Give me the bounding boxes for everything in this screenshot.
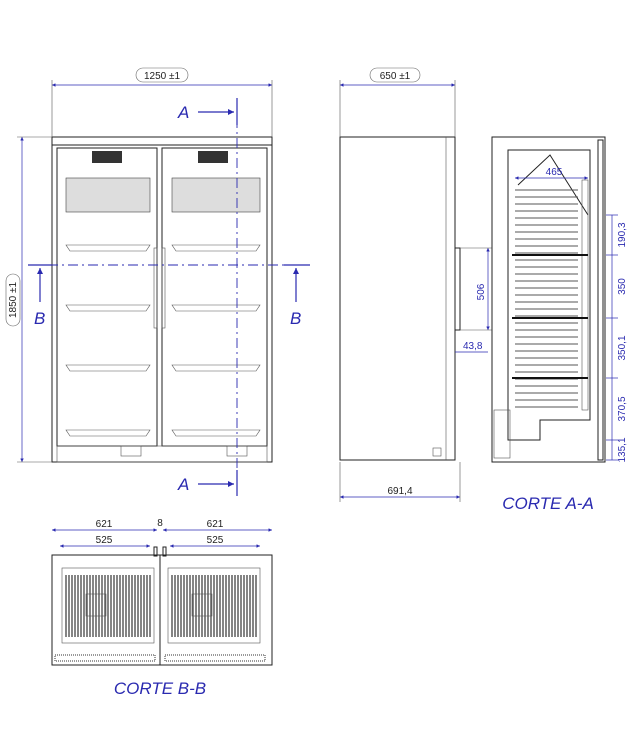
height-label-box [5, 273, 21, 327]
inner-depth-label: 465 [546, 167, 563, 178]
side-view: 650 ±1 506 43,8 691,4 [339, 67, 492, 502]
depth-label: 650 ±1 [380, 71, 411, 82]
section-a-door [597, 139, 604, 461]
fan-guard [171, 177, 261, 213]
shelf-spacing-label: 135,1 [617, 437, 628, 462]
shelf-spacing-label: 190,3 [617, 222, 628, 247]
section-a-a: 465 190,3 350 350,1 370,5 135,1 CORTE A-A [491, 136, 628, 513]
right-logo-panel [198, 151, 228, 163]
left-handle [153, 247, 158, 329]
left-hinge [153, 546, 158, 557]
right-compartment [167, 567, 261, 644]
shelf [65, 429, 151, 437]
shelf [171, 244, 261, 252]
shelf [171, 364, 261, 372]
section-b-title: CORTE B-B [114, 679, 206, 698]
compressor-area [493, 409, 511, 459]
evaporator-cover [517, 154, 589, 216]
shelf [65, 244, 151, 252]
section-a-title: CORTE A-A [502, 494, 594, 513]
right-width-label: 621 [207, 519, 224, 530]
handle-offset-label: 43,8 [463, 341, 483, 352]
right-inner-label: 525 [207, 535, 224, 546]
front-view: 1250 ±1 1850 ±1 A A B B [5, 67, 310, 496]
gap-label: 8 [157, 518, 163, 529]
left-inner-label: 525 [96, 535, 113, 546]
right-hinge [162, 546, 167, 557]
shelf-spacing-dimensions: 190,3 350 350,1 370,5 135,1 [606, 214, 628, 463]
side-handle [454, 247, 461, 331]
shelf-spacing-label: 350,1 [617, 335, 628, 360]
inner-liner [507, 149, 591, 441]
side-foot [432, 447, 442, 457]
right-grille [164, 654, 266, 662]
shelf [65, 364, 151, 372]
height-label: 1850 ±1 [8, 282, 19, 319]
side-body [339, 136, 456, 461]
left-grille [54, 654, 156, 662]
bottom-grille [56, 445, 268, 463]
depth-label-box [369, 67, 421, 83]
front-shelves [65, 177, 261, 457]
right-handle [161, 247, 166, 329]
shelf-wires [65, 575, 257, 637]
cabinet-top [51, 136, 273, 146]
side-rail [581, 179, 589, 411]
left-logo-panel [92, 151, 122, 163]
handle-height-label: 506 [476, 283, 487, 300]
shelf [171, 429, 261, 437]
side-shelves [512, 189, 588, 408]
vent-outline [85, 593, 107, 617]
section-b-b: 621 8 621 525 525 CORTE B-B [51, 518, 273, 698]
width-label-box [135, 67, 189, 83]
shelf-spacing-label: 370,5 [617, 396, 628, 421]
section-b-label-left: B [34, 309, 45, 328]
width-label: 1250 ±1 [144, 71, 181, 82]
shelf [171, 304, 261, 312]
section-a-label-top: A [177, 103, 189, 122]
shelf-spacing-label: 350 [617, 278, 628, 295]
section-b-label-right: B [290, 309, 301, 328]
shelf [65, 304, 151, 312]
total-depth-label: 691,4 [387, 486, 412, 497]
left-width-label: 621 [96, 519, 113, 530]
left-compartment [61, 567, 155, 644]
vent-outline [191, 593, 213, 617]
fan-guard [65, 177, 151, 213]
section-b-body [51, 554, 273, 666]
section-a-label-bottom: A [177, 475, 189, 494]
section-a-body [491, 136, 606, 463]
control-panel [120, 445, 142, 457]
